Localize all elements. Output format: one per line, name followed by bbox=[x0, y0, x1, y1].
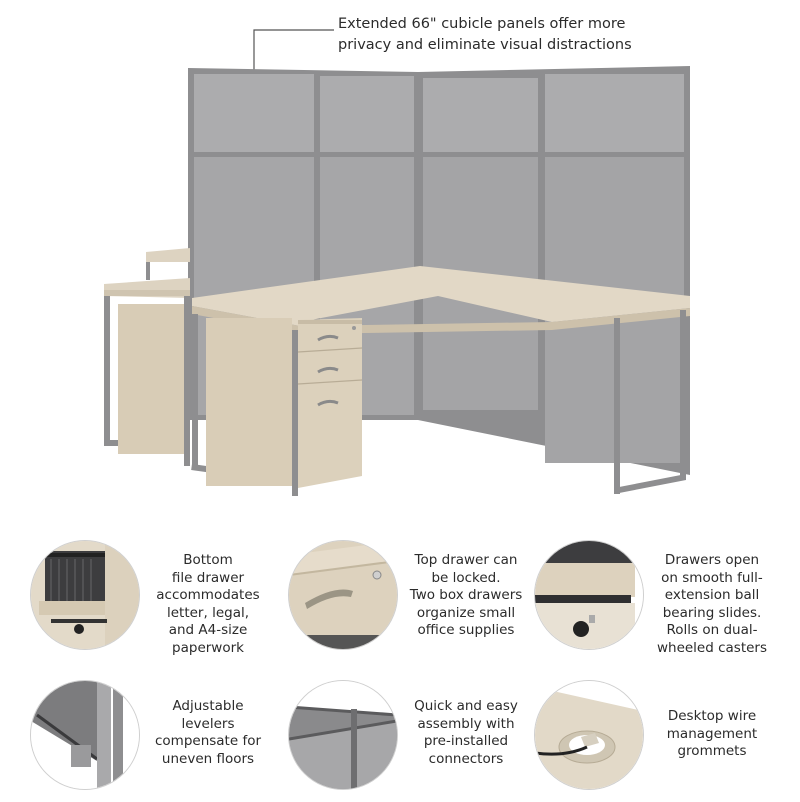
feature-text-line: compensate for bbox=[154, 733, 262, 750]
callout-panels-text: Extended 66" cubicle panels offer more p… bbox=[338, 14, 638, 56]
feature-ball-bearing-slides: Drawers open on smooth full- extension b… bbox=[524, 532, 790, 662]
drawer-slide-image bbox=[534, 540, 644, 650]
feature-text-line: Drawers open bbox=[664, 552, 760, 568]
feature-description: Drawers open on smooth full- extension b… bbox=[646, 552, 778, 658]
feature-wire-grommets: Desktop wire management grommets bbox=[524, 672, 790, 802]
feature-text-line: Top drawer can bbox=[414, 552, 518, 568]
feature-text-line: uneven floors bbox=[161, 750, 255, 767]
feature-description: Bottom file drawer accommodates letter, … bbox=[142, 552, 274, 658]
feature-description: Desktop wire management grommets bbox=[646, 708, 778, 761]
mobile-file-pedestal bbox=[206, 318, 363, 488]
feature-text-line: bearing slides. bbox=[662, 604, 762, 621]
back-desk-corner bbox=[146, 248, 190, 280]
feature-text-line: Desktop wire bbox=[667, 708, 757, 724]
grommet-image bbox=[534, 680, 644, 790]
feature-quick-assembly: Quick and easy assembly with pre-install… bbox=[278, 672, 544, 802]
callout-line: Extended 66" cubicle panels offer more bbox=[338, 16, 626, 32]
feature-text-line: office supplies bbox=[417, 622, 515, 639]
file-drawer-image bbox=[30, 540, 140, 650]
feature-text-line: file drawer bbox=[171, 569, 245, 586]
feature-text-line: and A4-size bbox=[168, 622, 248, 639]
feature-text-line: Adjustable bbox=[172, 698, 244, 714]
feature-text-line: Rolls on dual- bbox=[666, 622, 758, 639]
feature-locking-drawer: Top drawer can be locked. Two box drawer… bbox=[278, 532, 544, 662]
feature-text-line: be locked. bbox=[431, 569, 501, 586]
feature-text-line: grommets bbox=[677, 743, 747, 760]
feature-description: Top drawer can be locked. Two box drawer… bbox=[400, 552, 532, 640]
left-desk bbox=[104, 278, 190, 466]
panel-connector-image bbox=[288, 680, 398, 790]
feature-text-line: levelers bbox=[181, 715, 235, 732]
feature-text-line: Quick and easy bbox=[414, 698, 518, 714]
leveler-image bbox=[30, 680, 140, 790]
feature-adjustable-levelers: Adjustable levelers compensate for uneve… bbox=[20, 672, 286, 802]
feature-text-line: wheeled casters bbox=[656, 639, 768, 656]
feature-description: Quick and easy assembly with pre-install… bbox=[400, 698, 532, 768]
feature-file-drawer: Bottom file drawer accommodates letter, … bbox=[20, 532, 286, 662]
feature-text-line: Bottom bbox=[183, 552, 233, 568]
product-image-cubicle-desk bbox=[104, 29, 690, 496]
locking-drawer-image bbox=[288, 540, 398, 650]
feature-text-line: Two box drawers bbox=[409, 587, 523, 604]
feature-text-line: accommodates bbox=[156, 587, 260, 604]
feature-text-line: letter, legal, bbox=[166, 604, 250, 621]
feature-description: Adjustable levelers compensate for uneve… bbox=[142, 698, 274, 768]
cubicle-panels-right bbox=[418, 66, 690, 475]
callout-line: privacy and eliminate visual distraction… bbox=[338, 37, 632, 53]
feature-text-line: paperwork bbox=[172, 639, 244, 656]
feature-text-line: pre-installed bbox=[423, 733, 509, 750]
feature-text-line: organize small bbox=[416, 604, 516, 621]
feature-text-line: assembly with bbox=[417, 715, 515, 732]
feature-text-line: management bbox=[666, 725, 758, 742]
feature-text-line: connectors bbox=[428, 750, 504, 767]
feature-text-line: extension ball bbox=[664, 587, 760, 604]
feature-text-line: on smooth full- bbox=[661, 569, 763, 586]
